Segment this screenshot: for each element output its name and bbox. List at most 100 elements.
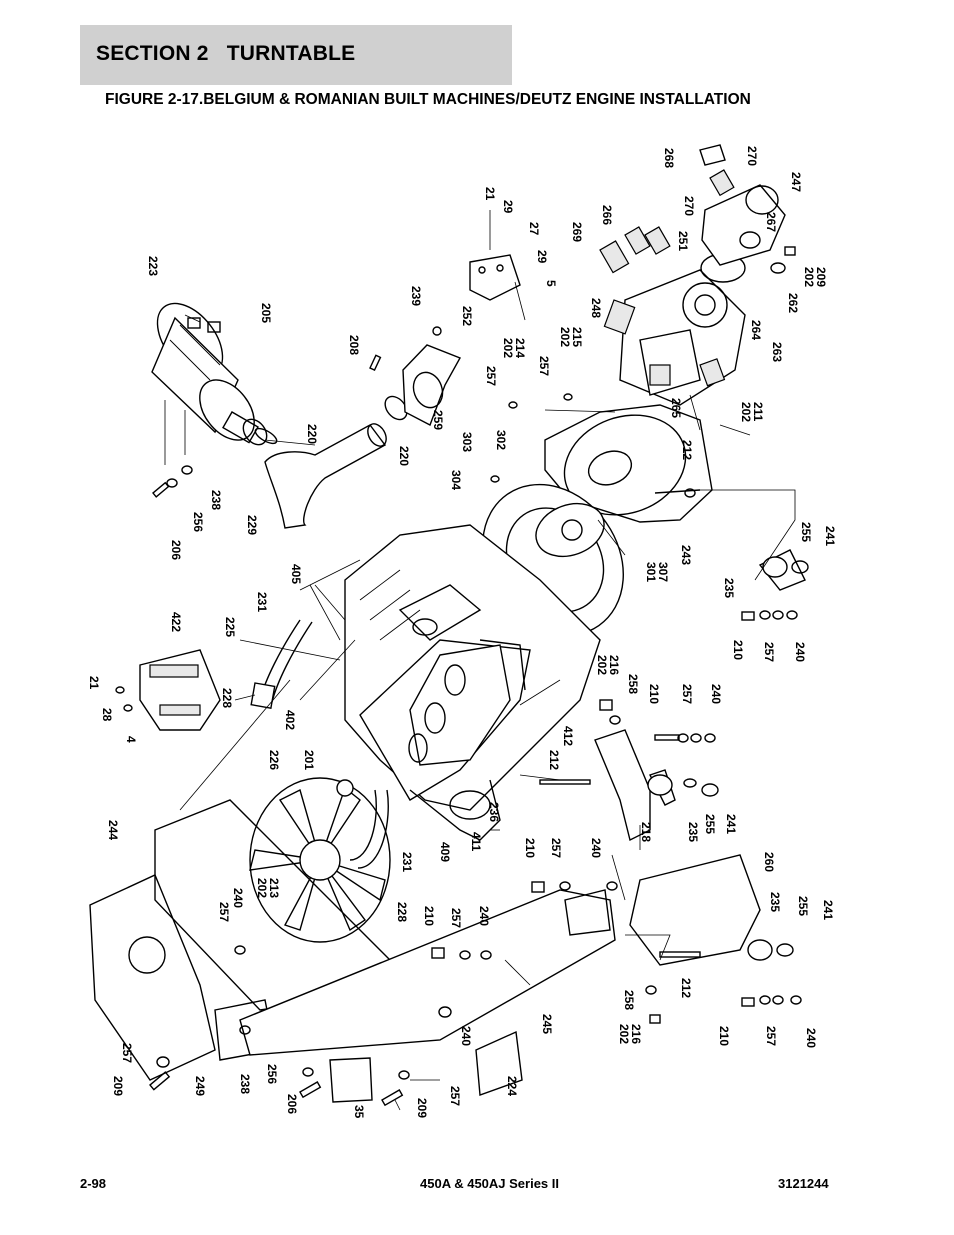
callout: 202 xyxy=(739,402,753,422)
callout: 238 xyxy=(209,490,223,510)
callout: 267 xyxy=(764,212,778,232)
callout: 202 xyxy=(617,1024,631,1044)
callout: 409 xyxy=(438,842,452,862)
callout: 29 xyxy=(535,250,549,264)
callout: 243 xyxy=(679,545,693,565)
callout: 231 xyxy=(400,852,414,872)
callout: 240 xyxy=(793,642,807,662)
callout: 245 xyxy=(540,1014,554,1034)
callout: 213 xyxy=(267,878,281,898)
callout: 251 xyxy=(676,231,690,251)
callout: 208 xyxy=(347,335,361,355)
callout: 216 xyxy=(629,1024,643,1044)
callout: 422 xyxy=(169,612,183,632)
callout: 212 xyxy=(547,750,561,770)
callout: 210 xyxy=(422,906,436,926)
callout: 21 xyxy=(87,676,101,690)
callout: 241 xyxy=(823,526,837,546)
callout: 240 xyxy=(709,684,723,704)
callout: 259 xyxy=(431,410,445,430)
callout: 231 xyxy=(255,592,269,612)
callout: 240 xyxy=(589,838,603,858)
callout: 206 xyxy=(285,1094,299,1114)
callout: 235 xyxy=(722,578,736,598)
callout: 35 xyxy=(352,1105,366,1119)
callout: 202 xyxy=(802,267,816,287)
callout: 240 xyxy=(459,1026,473,1046)
callout: 216 xyxy=(607,655,621,675)
callout: 240 xyxy=(804,1028,818,1048)
callout: 257 xyxy=(217,902,231,922)
callout: 29 xyxy=(501,200,515,214)
callout: 303 xyxy=(460,432,474,452)
callout: 269 xyxy=(570,222,584,242)
callout: 252 xyxy=(460,306,474,326)
callout: 268 xyxy=(662,148,676,168)
callout-labels: 268 270 247 270 21 29 27 269 266 251 267… xyxy=(87,146,837,1119)
callout: 257 xyxy=(448,1086,462,1106)
model-name: 450A & 450AJ Series II xyxy=(420,1176,559,1191)
callout: 238 xyxy=(238,1074,252,1094)
callout: 212 xyxy=(679,978,693,998)
callout: 257 xyxy=(484,366,498,386)
callout: 28 xyxy=(100,708,114,722)
callout: 247 xyxy=(789,172,803,192)
page-number: 2-98 xyxy=(80,1176,107,1191)
callout: 202 xyxy=(255,878,269,898)
callout: 301 xyxy=(644,562,658,582)
callout: 220 xyxy=(397,446,411,466)
callout: 202 xyxy=(501,338,515,358)
callout: 412 xyxy=(561,726,575,746)
callout: 265 xyxy=(669,398,683,418)
callout: 270 xyxy=(682,196,696,216)
callout: 241 xyxy=(724,814,738,834)
callout: 218 xyxy=(639,822,653,842)
callout: 248 xyxy=(589,298,603,318)
fan xyxy=(249,777,391,943)
callout: 256 xyxy=(265,1064,279,1084)
callout: 257 xyxy=(120,1043,134,1063)
callout: 4 xyxy=(124,736,138,743)
callout: 209 xyxy=(415,1098,429,1118)
callout: 214 xyxy=(513,338,527,358)
callout: 209 xyxy=(111,1076,125,1096)
callout: 212 xyxy=(680,440,694,460)
callout: 266 xyxy=(600,205,614,225)
callout: 257 xyxy=(549,838,563,858)
callout: 226 xyxy=(267,750,281,770)
callout: 202 xyxy=(558,327,572,347)
callout: 235 xyxy=(686,822,700,842)
callout: 304 xyxy=(449,470,463,490)
callout: 257 xyxy=(537,356,551,376)
callout: 27 xyxy=(527,222,541,236)
callout: 405 xyxy=(289,564,303,584)
callout: 210 xyxy=(647,684,661,704)
callout: 257 xyxy=(762,642,776,662)
figure-title: FIGURE 2-17.BELGIUM & ROMANIAN BUILT MAC… xyxy=(105,91,751,108)
callout: 5 xyxy=(544,280,558,287)
callout: 210 xyxy=(523,838,537,858)
engine-block xyxy=(344,524,601,841)
callout: 205 xyxy=(259,303,273,323)
callout: 236 xyxy=(487,802,501,822)
callout: 402 xyxy=(283,710,297,730)
callout: 257 xyxy=(680,684,694,704)
manual-part-number: 3121244 xyxy=(778,1176,829,1191)
callout: 228 xyxy=(220,688,234,708)
hydraulic-pump xyxy=(599,144,796,406)
callout: 411 xyxy=(469,832,483,852)
callout: 228 xyxy=(395,902,409,922)
callout: 258 xyxy=(622,990,636,1010)
air-cleaner xyxy=(151,302,268,446)
callout: 263 xyxy=(770,342,784,362)
callout: 215 xyxy=(570,327,584,347)
callout: 302 xyxy=(494,430,508,450)
callout: 257 xyxy=(449,908,463,928)
callout: 240 xyxy=(231,888,245,908)
callout: 220 xyxy=(305,424,319,444)
callout: 257 xyxy=(764,1026,778,1046)
callout: 224 xyxy=(505,1076,519,1096)
section-title: SECTION 2 TURNTABLE xyxy=(96,42,356,65)
line-art xyxy=(89,144,809,1111)
